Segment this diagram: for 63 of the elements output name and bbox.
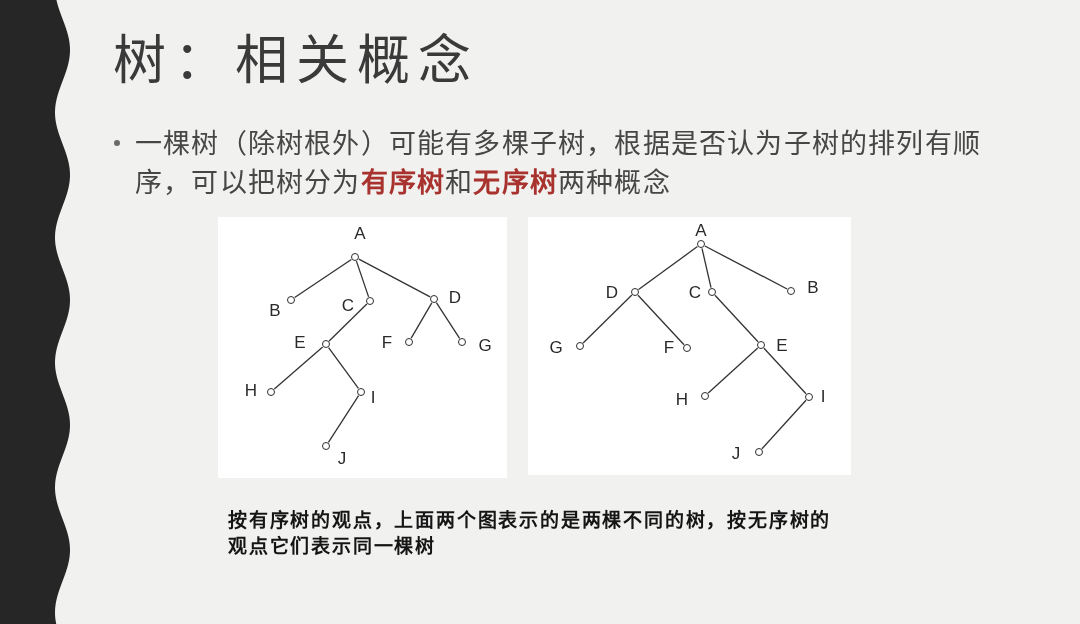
tree-node-circle <box>631 288 639 296</box>
node-letter: C <box>688 283 702 301</box>
node-letter: F <box>663 338 675 356</box>
node-letter: J <box>731 444 741 462</box>
node-letter: H <box>675 390 689 408</box>
tree-edge <box>582 294 633 344</box>
tree-edge <box>410 302 433 339</box>
tree-edge <box>328 303 368 342</box>
tree-node-circle <box>701 392 709 400</box>
node-letter: F <box>381 333 393 351</box>
node-letter: A <box>354 224 366 242</box>
node-letter: E <box>776 336 788 354</box>
bullet-text: 一棵树（除树根外）可能有多棵子树，根据是否认为子树的排列有顺序，可以把树分为有序树和无序树两种概念 <box>135 127 982 200</box>
tree-node-circle <box>357 388 365 396</box>
tree-node-circle <box>458 338 466 346</box>
tree-node-circle <box>267 388 275 396</box>
tree-node-circle <box>322 442 330 450</box>
node-letter: B <box>807 278 819 296</box>
tree-panel <box>528 217 851 475</box>
tree-node-circle <box>322 340 330 348</box>
tree-edge <box>637 294 685 346</box>
tree-node-circle <box>697 240 705 248</box>
tree-edge <box>294 258 352 299</box>
tree-node-circle <box>576 342 584 350</box>
tree-edge <box>707 347 759 394</box>
tree-edge <box>704 245 788 290</box>
tree-edge <box>358 258 431 298</box>
tree-node-circle <box>287 296 295 304</box>
tree-node-circle <box>405 338 413 346</box>
tree-edge <box>327 346 360 390</box>
tree-edge <box>763 347 807 395</box>
tree-node-circle <box>708 288 716 296</box>
tree-node-circle <box>757 341 765 349</box>
tree-node-circle <box>351 253 359 261</box>
node-letter: I <box>820 387 826 405</box>
tree-edge <box>714 294 759 343</box>
tree-edge <box>327 395 360 443</box>
tree-edge <box>273 346 324 390</box>
tree-edge <box>637 245 699 291</box>
tree-panel <box>218 217 507 478</box>
tree-edge <box>355 260 370 298</box>
tree-node-circle <box>366 297 374 305</box>
node-letter: J <box>337 449 347 467</box>
node-letter: B <box>269 301 281 319</box>
tree-edge <box>761 399 807 450</box>
node-letter: C <box>341 296 355 314</box>
node-letter: I <box>370 388 376 406</box>
tree-node-circle <box>805 393 813 401</box>
caption-text: 按有序树的观点，上面两个图表示的是两棵不同的树，按无序树的观点它们表示同一棵树 <box>228 508 833 559</box>
tree-edge <box>435 302 461 339</box>
node-letter: D <box>605 283 619 301</box>
node-letter: H <box>244 381 258 399</box>
node-letter: E <box>294 333 306 351</box>
tree-node-circle <box>755 448 763 456</box>
node-letter: G <box>549 338 563 356</box>
node-letter: A <box>695 221 707 239</box>
node-letter: G <box>478 336 492 354</box>
slide-title: 树：相关概念 <box>113 31 479 92</box>
tree-node-circle <box>683 344 691 352</box>
tree-node-circle <box>787 287 795 295</box>
tree-node-circle <box>430 295 438 303</box>
tree-edge <box>701 247 712 289</box>
node-letter: D <box>448 288 462 306</box>
